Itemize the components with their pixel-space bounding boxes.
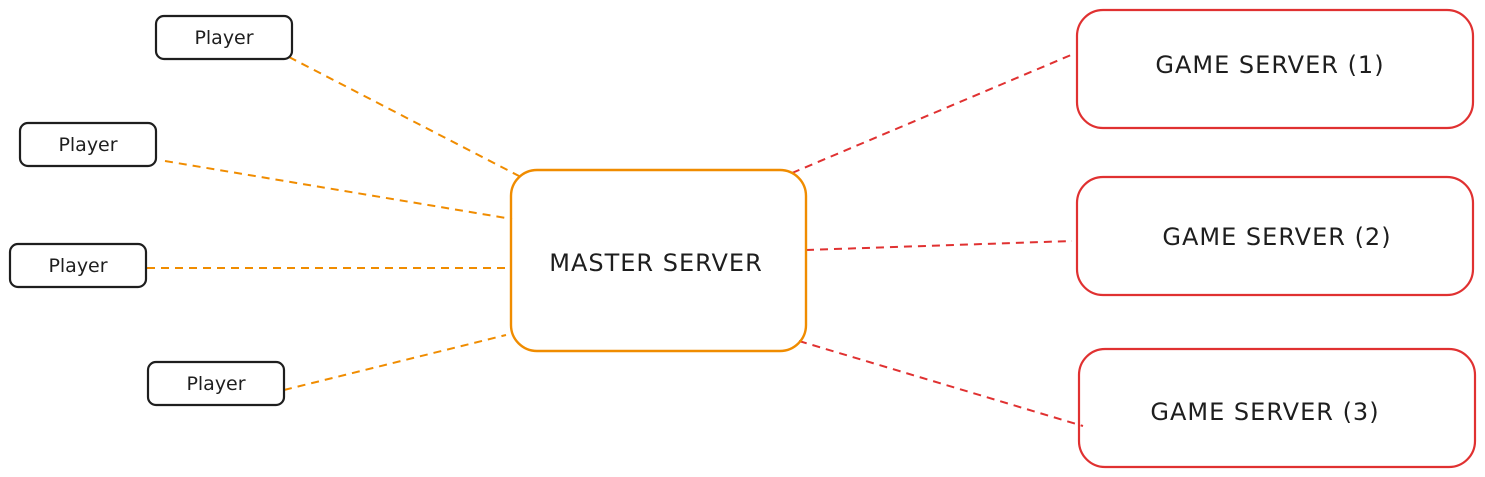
game-server-node[interactable]: GAME SERVER (3) bbox=[1077, 347, 1477, 469]
game-server-node[interactable]: GAME SERVER (1) bbox=[1075, 8, 1475, 130]
player-label: Player bbox=[48, 255, 107, 277]
player-label: Player bbox=[186, 373, 245, 395]
player-connectors bbox=[147, 56, 520, 391]
player-node[interactable]: Player bbox=[146, 360, 286, 407]
player-node[interactable]: Player bbox=[154, 14, 294, 61]
player-node[interactable]: Player bbox=[8, 242, 148, 289]
connector-master-game-server-1 bbox=[791, 54, 1072, 174]
player-label: Player bbox=[194, 27, 253, 49]
game-server-label: GAME SERVER (1) bbox=[1155, 51, 1384, 79]
game-server-label: GAME SERVER (3) bbox=[1150, 398, 1379, 426]
server-connectors bbox=[791, 54, 1084, 427]
master-server-label: MASTER SERVER bbox=[549, 249, 763, 277]
player-node[interactable]: Player bbox=[18, 121, 158, 168]
connector-player-2-master bbox=[164, 160, 513, 220]
connector-player-4-master bbox=[283, 334, 507, 391]
connector-player-1-master bbox=[288, 56, 520, 177]
connector-master-game-server-2 bbox=[805, 240, 1073, 251]
player-label: Player bbox=[58, 134, 117, 156]
game-server-label: GAME SERVER (2) bbox=[1162, 223, 1391, 251]
master-server-node[interactable]: MASTER SERVER bbox=[509, 168, 808, 353]
game-server-node[interactable]: GAME SERVER (2) bbox=[1075, 175, 1475, 297]
connector-master-game-server-3 bbox=[798, 340, 1084, 427]
